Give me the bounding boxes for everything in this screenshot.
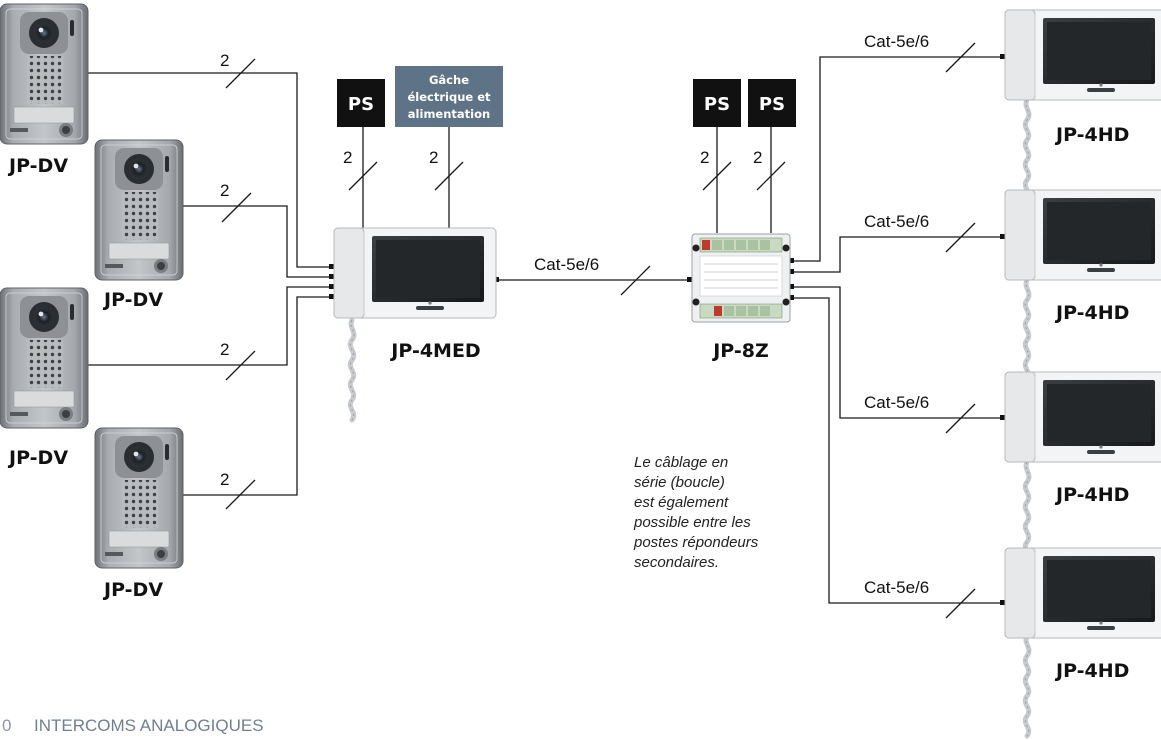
door-station-label: JP-DV bbox=[7, 155, 68, 177]
gache-line-1: Gâche bbox=[429, 73, 469, 87]
monitor-icon bbox=[1004, 547, 1161, 639]
note-line: Le câblage en bbox=[634, 454, 728, 471]
sub-monitor-label: JP-4HD bbox=[1054, 124, 1129, 146]
wire-label-cat: Cat-5e/6 bbox=[864, 393, 929, 412]
coil-cord-icon bbox=[1025, 280, 1029, 380]
door-station-2: JP-DV bbox=[94, 139, 184, 311]
wires bbox=[87, 56, 1003, 604]
door-station-icon bbox=[0, 287, 89, 429]
coil-cord-icon bbox=[1025, 636, 1029, 736]
wire-sub-monitor-4 bbox=[793, 297, 1003, 604]
monitor-icon bbox=[1004, 9, 1161, 101]
door-station-label: JP-DV bbox=[7, 447, 68, 469]
connector-dots bbox=[329, 54, 1005, 605]
power-supply-label: PS bbox=[704, 94, 730, 115]
wire-door-station-1 bbox=[87, 72, 333, 268]
door-station-4: JP-DV bbox=[94, 427, 184, 601]
note-line: secondaires. bbox=[634, 554, 719, 571]
wire-label-cat: Cat-5e/6 bbox=[864, 32, 929, 51]
door-station-icon bbox=[94, 427, 184, 569]
coil-cord-icon bbox=[1025, 462, 1029, 562]
sub-monitor-label: JP-4HD bbox=[1054, 660, 1129, 682]
door-station-icon bbox=[94, 139, 184, 281]
wire-labels: 2 2 2 2 2 2 2 2 Cat-5e/6 Cat-5e/6 Cat-5e… bbox=[220, 32, 929, 597]
door-station-icon bbox=[0, 3, 89, 145]
page-number: 0 bbox=[2, 716, 11, 735]
gache-line-3: alimentation bbox=[408, 107, 490, 121]
sub-monitor-1: JP-4HD bbox=[1004, 9, 1161, 200]
note-line: possible entre les bbox=[633, 514, 751, 531]
sub-monitor-label: JP-4HD bbox=[1054, 302, 1129, 324]
monitor-icon bbox=[1004, 371, 1161, 463]
sub-monitor-2: JP-4HD bbox=[1004, 189, 1161, 380]
wire-door-station-4 bbox=[182, 296, 333, 496]
gache-box: Gâche électrique et alimentation bbox=[395, 66, 503, 127]
distribution-adapter: JP-8Z bbox=[691, 233, 791, 362]
page-footer: 0 INTERCOMS ANALOGIQUES bbox=[2, 716, 264, 735]
wire-door-station-3 bbox=[87, 286, 333, 366]
power-supply-label: PS bbox=[759, 94, 785, 115]
door-station-label: JP-DV bbox=[102, 289, 163, 311]
wiring-note: Le câblage en série (boucle) est égaleme… bbox=[633, 454, 759, 571]
door-station-label: JP-DV bbox=[102, 579, 163, 601]
wire-label-2: 2 bbox=[220, 340, 229, 359]
power-supply-master: PS bbox=[337, 79, 385, 127]
note-line: série (boucle) bbox=[634, 474, 725, 491]
gache-line-2: électrique et bbox=[408, 90, 491, 104]
section-title: INTERCOMS ANALOGIQUES bbox=[34, 716, 264, 735]
coil-cord-icon bbox=[350, 320, 354, 420]
master-monitor-label: JP-4MED bbox=[389, 340, 480, 362]
wire-door-station-2 bbox=[182, 205, 333, 278]
master-monitor: JP-4MED bbox=[333, 227, 497, 420]
note-line: postes répondeurs bbox=[633, 534, 759, 551]
note-line: est également bbox=[634, 494, 729, 511]
wire-label-2: 2 bbox=[343, 148, 352, 167]
wire-label-2: 2 bbox=[700, 148, 709, 167]
wire-sub-monitor-2 bbox=[793, 236, 1003, 273]
wire-label-2: 2 bbox=[220, 470, 229, 489]
wire-label-2: 2 bbox=[429, 148, 438, 167]
power-supply-distribution-2: PS bbox=[748, 79, 796, 127]
power-supply-distribution-1: PS bbox=[693, 79, 741, 127]
power-supply-label: PS bbox=[348, 94, 374, 115]
sub-monitor-3: JP-4HD bbox=[1004, 371, 1161, 562]
monitor-icon bbox=[1004, 189, 1161, 281]
wire-label-cat: Cat-5e/6 bbox=[864, 212, 929, 231]
door-station-3: JP-DV bbox=[0, 287, 89, 469]
monitor-icon bbox=[333, 227, 497, 319]
wire-ticks bbox=[221, 42, 976, 619]
door-station-1: JP-DV bbox=[0, 3, 89, 177]
sub-monitor-label: JP-4HD bbox=[1054, 484, 1129, 506]
distribution-label: JP-8Z bbox=[711, 340, 769, 362]
coil-cord-icon bbox=[1025, 100, 1029, 200]
wire-sub-monitor-1 bbox=[793, 56, 1003, 262]
sub-monitor-4: JP-4HD bbox=[1004, 547, 1161, 736]
wire-label-2: 2 bbox=[753, 148, 762, 167]
wire-label-cat: Cat-5e/6 bbox=[864, 578, 929, 597]
wire-sub-monitor-3 bbox=[793, 286, 1003, 419]
wire-label-cat: Cat-5e/6 bbox=[534, 255, 599, 274]
wire-label-2: 2 bbox=[220, 51, 229, 70]
wire-label-2: 2 bbox=[220, 181, 229, 200]
